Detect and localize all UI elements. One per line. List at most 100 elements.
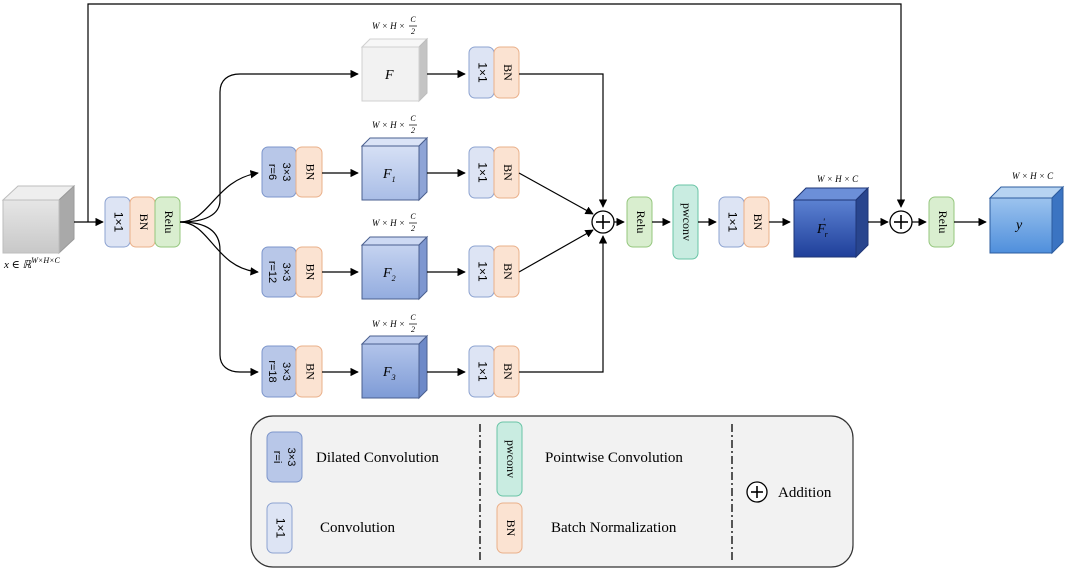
arrow-b3-to-sum (519, 235, 608, 373)
fusion-relu-block: Relu (626, 196, 653, 248)
output-cube-y: y (988, 185, 1065, 255)
svg-text:r=12: r=12 (266, 261, 278, 283)
sum-node-1 (591, 210, 615, 234)
branch1-bn1-block: BN (493, 146, 520, 199)
feature-cube-Fr: Fr' (792, 186, 870, 259)
svg-text:BN: BN (504, 520, 518, 537)
branch2-bn1-block: BN (493, 245, 520, 298)
feature-cube-F: F (360, 37, 429, 103)
final-relu-block: Relu (928, 196, 955, 248)
branch-top-dims-den: 2 (411, 27, 415, 36)
svg-text:1×1: 1×1 (475, 162, 489, 183)
svg-text:2: 2 (411, 126, 415, 135)
fusion-conv-block: 1×1 (718, 196, 745, 248)
legend-addition-icon (746, 481, 768, 503)
svg-text:2: 2 (411, 325, 415, 334)
arrow-to-branch-2 (179, 221, 259, 276)
svg-text:3×3: 3×3 (280, 362, 292, 381)
svg-text:BN: BN (303, 363, 317, 380)
legend-conv-swatch: 1×1 (266, 502, 293, 554)
legend-pwconv-swatch: pwconv (496, 421, 523, 497)
input-label: x ∈ ℝW×H×C (3, 256, 60, 271)
legend-bn-label: Batch Normalization (551, 520, 677, 536)
svg-text:BN: BN (303, 164, 317, 181)
stem-conv-block: 1×1 (104, 196, 131, 248)
arrow-to-branch-top (179, 69, 359, 223)
feature-F2-label: F2 (382, 266, 396, 283)
arrow-b2-to-sum (518, 229, 594, 273)
branch3-conv-block: 1×1 (468, 345, 495, 398)
branch2-dims: W × H × (372, 218, 405, 228)
svg-text:Relu: Relu (634, 211, 648, 234)
arrow-to-branch-1 (179, 170, 259, 223)
input-cube (1, 184, 76, 255)
feature-F1-label: F1 (382, 167, 396, 184)
svg-text:1×1: 1×1 (475, 361, 489, 382)
svg-text:BN: BN (501, 363, 515, 380)
svg-text:r=6: r=6 (266, 164, 278, 180)
feature-cube-F1: F1 (360, 136, 429, 202)
svg-text:C: C (410, 212, 416, 221)
branch3-bn1-block: BN (493, 345, 520, 398)
branch-top-dims: W × H × (372, 21, 405, 31)
arrow-to-branch-3 (179, 221, 259, 377)
branch-top-dims-num: C (410, 15, 416, 24)
branch-top-conv-block: 1×1 (468, 46, 495, 99)
fusion-bn-block: BN (743, 196, 770, 248)
branch1-conv-block: 1×1 (468, 146, 495, 199)
stem-relu-block: Relu (154, 196, 181, 248)
y-dims: W × H × C (1012, 171, 1054, 181)
svg-text:r=18: r=18 (266, 360, 278, 382)
legend-dilated-label: Dilated Convolution (316, 450, 439, 466)
branch1-bn-block: BN (295, 146, 323, 198)
svg-text:r=i: r=i (271, 451, 283, 464)
svg-text:pwconv: pwconv (504, 440, 518, 478)
branch3-dilated-conv-block: 3×3 r=18 (261, 345, 297, 398)
feature-F-label: F (384, 68, 394, 83)
fr-dims: W × H × C (817, 174, 859, 184)
arrow-top-to-sum (519, 73, 608, 208)
svg-text:3×3: 3×3 (280, 263, 292, 282)
svg-text:3×3: 3×3 (280, 163, 292, 182)
svg-text:1×1: 1×1 (725, 212, 739, 233)
stem-bn-block: BN (129, 196, 156, 248)
svg-text:BN: BN (751, 214, 765, 231)
sum-node-2 (889, 210, 913, 234)
branch2-dilated-conv-block: 3×3 r=12 (261, 246, 297, 298)
fusion-pwconv-block: pwconv (672, 184, 699, 260)
svg-text:Relu: Relu (936, 211, 950, 234)
feature-cube-F3: F3 (360, 334, 429, 400)
branch2-bn-block: BN (295, 246, 323, 298)
legend-add-label: Addition (778, 485, 832, 501)
svg-text:3×3: 3×3 (285, 448, 297, 467)
svg-text:1×1: 1×1 (273, 518, 287, 539)
branch1-dilated-conv-block: 3×3 r=6 (261, 146, 297, 198)
svg-text:BN: BN (303, 264, 317, 281)
feature-F3-label: F3 (382, 365, 396, 382)
branch3-dims: W × H × (372, 319, 405, 329)
svg-text:BN: BN (501, 64, 515, 81)
skip-connection-line (87, 3, 906, 222)
svg-text:pwconv: pwconv (680, 203, 694, 241)
legend-conv-label: Convolution (320, 520, 396, 536)
svg-text:BN: BN (501, 164, 515, 181)
output-y-label: y (1014, 218, 1023, 233)
feature-cube-F2: F2 (360, 235, 429, 301)
branch2-conv-block: 1×1 (468, 245, 495, 298)
svg-text:BN: BN (501, 263, 515, 280)
svg-text:C: C (410, 114, 416, 123)
legend-bn-swatch: BN (496, 502, 523, 554)
legend-dilated-conv-swatch: 3×3 r=i (266, 431, 303, 483)
svg-text:1×1: 1×1 (475, 62, 489, 83)
branch3-bn-block: BN (295, 345, 323, 398)
legend-pw-label: Pointwise Convolution (545, 450, 683, 466)
feature-Fr-label: Fr' (816, 217, 829, 239)
svg-text:1×1: 1×1 (475, 261, 489, 282)
legend-box: 3×3 r=i Dilated Convolution 1×1 Convolut… (250, 415, 854, 568)
stem-relu-label: Relu (162, 211, 176, 234)
branch1-dims: W × H × (372, 120, 405, 130)
branch-top-bn-block: BN (493, 46, 520, 99)
stem-bn-label: BN (137, 214, 151, 231)
svg-text:C: C (410, 313, 416, 322)
